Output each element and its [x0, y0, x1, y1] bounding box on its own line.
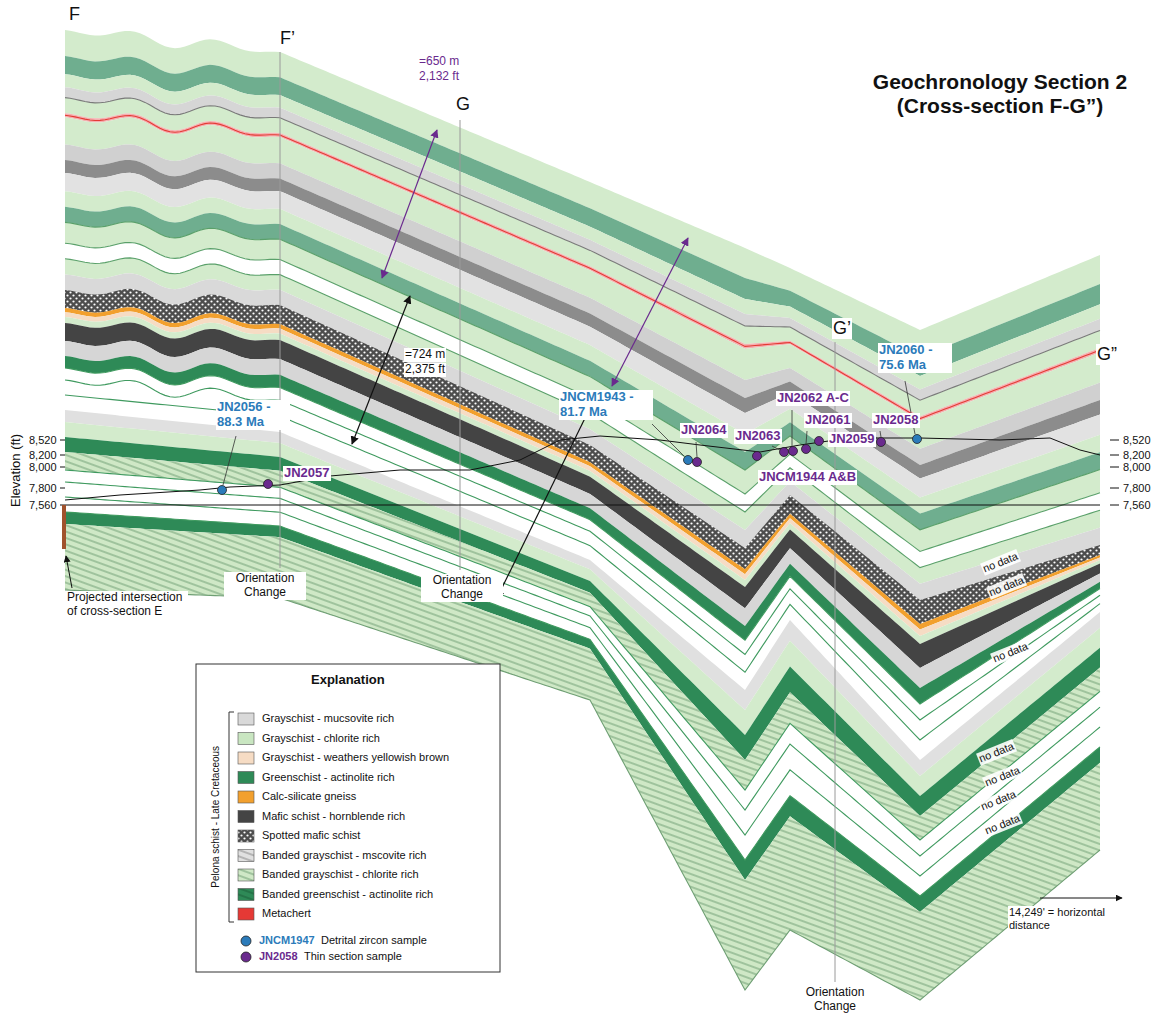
sample-label: JNCM1944 A&B — [758, 470, 857, 485]
axis-tick: 8,200 — [28, 449, 58, 462]
title: Geochronology Section 2 (Cross-section F… — [850, 70, 1150, 118]
dimension: 2,132 ft — [418, 70, 460, 84]
topography-line — [65, 436, 1100, 500]
axis-title: Elevation (ft) — [9, 432, 24, 507]
legend-swatch — [238, 830, 254, 842]
legend-text: Grayschist - mucsovite rich — [262, 712, 394, 725]
sample-label: JN2061 — [804, 413, 852, 428]
section-letter: G” — [1096, 344, 1118, 365]
sample-label: JN2064 — [680, 423, 728, 438]
legend-swatch — [238, 713, 254, 725]
legend-text: Calc-silicate gneiss — [262, 790, 356, 803]
note: Orientation Change — [794, 986, 876, 1014]
dimension: =724 m — [404, 348, 446, 362]
axis-tick: 8,520 — [28, 434, 58, 447]
legend-text: Metachert — [262, 907, 311, 920]
sample-dots — [218, 435, 922, 495]
section-letter: F’ — [279, 28, 296, 49]
axis-tick: 7,560 — [28, 499, 58, 512]
projected-intersection-bar — [62, 505, 66, 549]
contact-line — [65, 98, 1100, 401]
legend-bracket — [229, 712, 234, 922]
contact-line — [65, 242, 1100, 551]
legend-box — [196, 664, 500, 972]
elevation-ticks — [60, 440, 1119, 505]
legend-dot — [241, 936, 251, 946]
thickness-arrow — [612, 238, 688, 386]
legend-sample-id: JN2058 — [258, 950, 299, 963]
sample-label: JN2060 - 75.6 Ma — [878, 343, 952, 373]
axis-tick: 7,560 — [1122, 499, 1152, 512]
legend-dot — [241, 952, 251, 962]
legend-swatch — [238, 889, 254, 901]
legend-sample-id: JNCM1947 — [258, 934, 316, 947]
sample-label: JN2057 — [283, 466, 331, 481]
leader-arrow — [66, 556, 72, 588]
axis-tick: 8,000 — [1122, 461, 1152, 474]
note: Orientation Change — [224, 572, 306, 600]
legend-swatch — [238, 811, 254, 823]
sample-label: JN2056 - 88.3 Ma — [216, 400, 290, 430]
sample-label: JNCM1943 - 81.7 Ma — [559, 390, 653, 420]
legend-text: Banded grayschist - mscovite rich — [262, 849, 426, 862]
contact-line — [65, 258, 1100, 568]
legend-text: Grayschist - weathers yellowish brown — [262, 751, 449, 764]
thickness-arrow — [497, 412, 588, 598]
legend-text: Banded greenschist - actinolite rich — [262, 888, 433, 901]
scale-note: 14,249' = horizontal distance — [1008, 906, 1120, 931]
section-marker-line — [280, 52, 281, 568]
legend-text: Detrital zircon sample — [321, 934, 427, 947]
legend-text: Thin section sample — [304, 950, 402, 963]
contact-lines — [65, 98, 1100, 1000]
legend-text: Spotted mafic schist — [262, 829, 360, 842]
legend-text: Greenschist - actinolite rich — [262, 771, 395, 784]
legend-swatch — [238, 733, 254, 745]
contact-line — [65, 368, 1100, 704]
legend-swatch — [238, 772, 254, 784]
axis-tick: 7,800 — [1122, 482, 1152, 495]
section-marker-line — [460, 120, 461, 570]
axis-tick: 8,000 — [28, 461, 58, 474]
section-letter: F — [68, 4, 81, 25]
legend-group-label: Pelona schist - Late Cretaceous — [210, 745, 222, 889]
dimension: =650 m — [418, 55, 460, 69]
legend-title: Explanation — [310, 673, 386, 688]
axis-tick: 8,200 — [1122, 449, 1152, 462]
distance-arrow — [1040, 898, 1122, 899]
legend-swatch — [238, 850, 254, 862]
legend-swatches — [238, 713, 254, 962]
legend-text: Grayschist - chlorite rich — [262, 732, 380, 745]
section-letter: G’ — [832, 318, 852, 339]
sample-leaders — [223, 381, 915, 485]
legend-swatch — [238, 752, 254, 764]
contact-line — [65, 222, 1100, 530]
axis-tick: 8,520 — [1122, 434, 1152, 447]
sample-label: JN2063 — [734, 429, 782, 444]
section-letter: G — [455, 94, 471, 115]
dimension: 2,375 ft — [404, 363, 446, 377]
thickness-arrow — [352, 296, 410, 444]
rock-band — [65, 524, 1100, 1000]
axis-tick: 7,800 — [28, 482, 58, 495]
contact-line — [65, 590, 1100, 1000]
thickness-arrow — [382, 130, 437, 278]
sample-label: JN2059 — [828, 432, 876, 447]
legend-text: Mafic schist - hornblende rich — [262, 810, 405, 823]
datum-line — [65, 505, 1100, 506]
sample-label: JN2058 — [872, 413, 920, 428]
legend-text: Banded grayschist - chlorite rich — [262, 868, 419, 881]
sample-label: JN2062 A-C — [776, 391, 850, 406]
note: Orientation Change — [421, 574, 503, 602]
legend-swatch — [238, 908, 254, 920]
legend-swatch — [238, 869, 254, 881]
legend-swatch — [238, 791, 254, 803]
note: Projected intersection of cross-section … — [66, 591, 188, 619]
rock-bands — [65, 30, 1100, 1000]
